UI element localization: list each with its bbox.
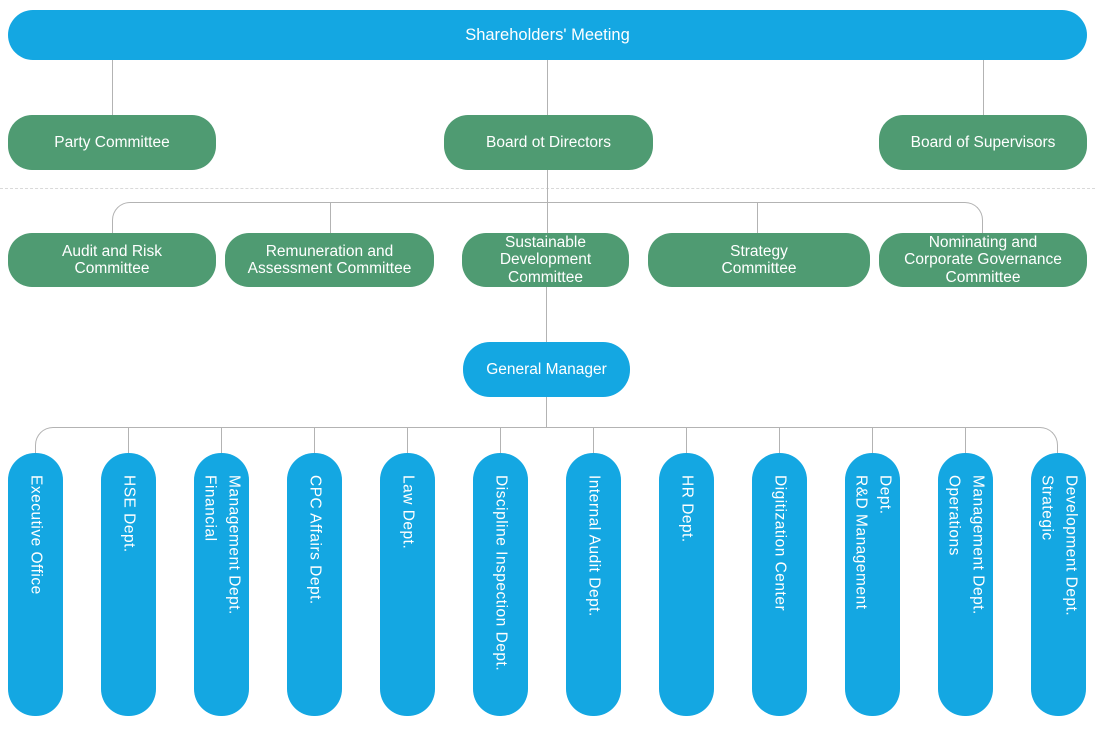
node-cpc-affairs-dept: CPC Affairs Dept. — [287, 453, 342, 716]
connector-line — [779, 427, 780, 453]
connector-line — [757, 202, 758, 233]
department-label: HR Dept. — [678, 475, 696, 543]
node-nominating-and-corporate-governance-committee: Nominating and Corporate Governance Comm… — [879, 233, 1087, 287]
department-label: Financial Management Dept. — [201, 475, 243, 615]
connector-line — [221, 427, 222, 453]
connector-line — [112, 60, 113, 115]
connector-line — [965, 427, 966, 453]
connector-line — [872, 427, 873, 453]
connector-line — [686, 427, 687, 453]
node-law-dept: Law Dept. — [380, 453, 435, 716]
connector-line — [547, 170, 548, 233]
department-label: Law Dept. — [399, 475, 417, 550]
department-label: Digitization Center — [771, 475, 789, 612]
connector-line — [330, 202, 331, 233]
connector-bracket — [35, 427, 1058, 453]
node-hr-dept: HR Dept. — [659, 453, 714, 716]
connector-line — [128, 427, 129, 453]
node-strategy-committee: Strategy Committee — [648, 233, 870, 287]
department-label: Strategic Development Dept. — [1038, 475, 1080, 617]
node-operations-management-dept: Operations Management Dept. — [938, 453, 993, 716]
department-label: Internal Audit Dept. — [585, 475, 603, 617]
node-remuneration-and-assessment-committee: Remuneration and Assessment Committee — [225, 233, 434, 287]
node-financial-management-dept: Financial Management Dept. — [194, 453, 249, 716]
node-discipline-inspection-dept: Discipline Inspection Dept. — [473, 453, 528, 716]
connector-line — [407, 427, 408, 453]
connector-line — [547, 60, 548, 115]
department-label: CPC Affairs Dept. — [306, 475, 324, 605]
node-r-d-management-dept: R&D Management Dept. — [845, 453, 900, 716]
connector-line — [593, 427, 594, 453]
connector-line — [500, 427, 501, 453]
node-sustainable-development-committee: Sustainable Development Committee — [462, 233, 629, 287]
node-board-of-supervisors: Board of Supervisors — [879, 115, 1087, 170]
department-label: Executive Office — [27, 475, 45, 595]
node-party-committee: Party Committee — [8, 115, 216, 170]
node-general-manager: General Manager — [463, 342, 630, 397]
connector-line — [314, 427, 315, 453]
node-executive-office: Executive Office — [8, 453, 63, 716]
node-hse-dept: HSE Dept. — [101, 453, 156, 716]
node-audit-and-risk-committee: Audit and Risk Committee — [8, 233, 216, 287]
department-label: R&D Management Dept. — [852, 475, 894, 610]
node-digitization-center: Digitization Center — [752, 453, 807, 716]
connector-line — [983, 60, 984, 115]
node-internal-audit-dept: Internal Audit Dept. — [566, 453, 621, 716]
department-label: Operations Management Dept. — [945, 475, 987, 615]
connector-line — [546, 397, 547, 427]
department-label: HSE Dept. — [120, 475, 138, 553]
department-label: Discipline Inspection Dept. — [492, 475, 510, 672]
connector-line — [546, 287, 547, 342]
connector-bracket — [112, 202, 983, 233]
node-board-ot-directors: Board ot Directors — [444, 115, 653, 170]
node-strategic-development-dept: Strategic Development Dept. — [1031, 453, 1086, 716]
node-shareholders-meeting: Shareholders' Meeting — [8, 10, 1087, 60]
